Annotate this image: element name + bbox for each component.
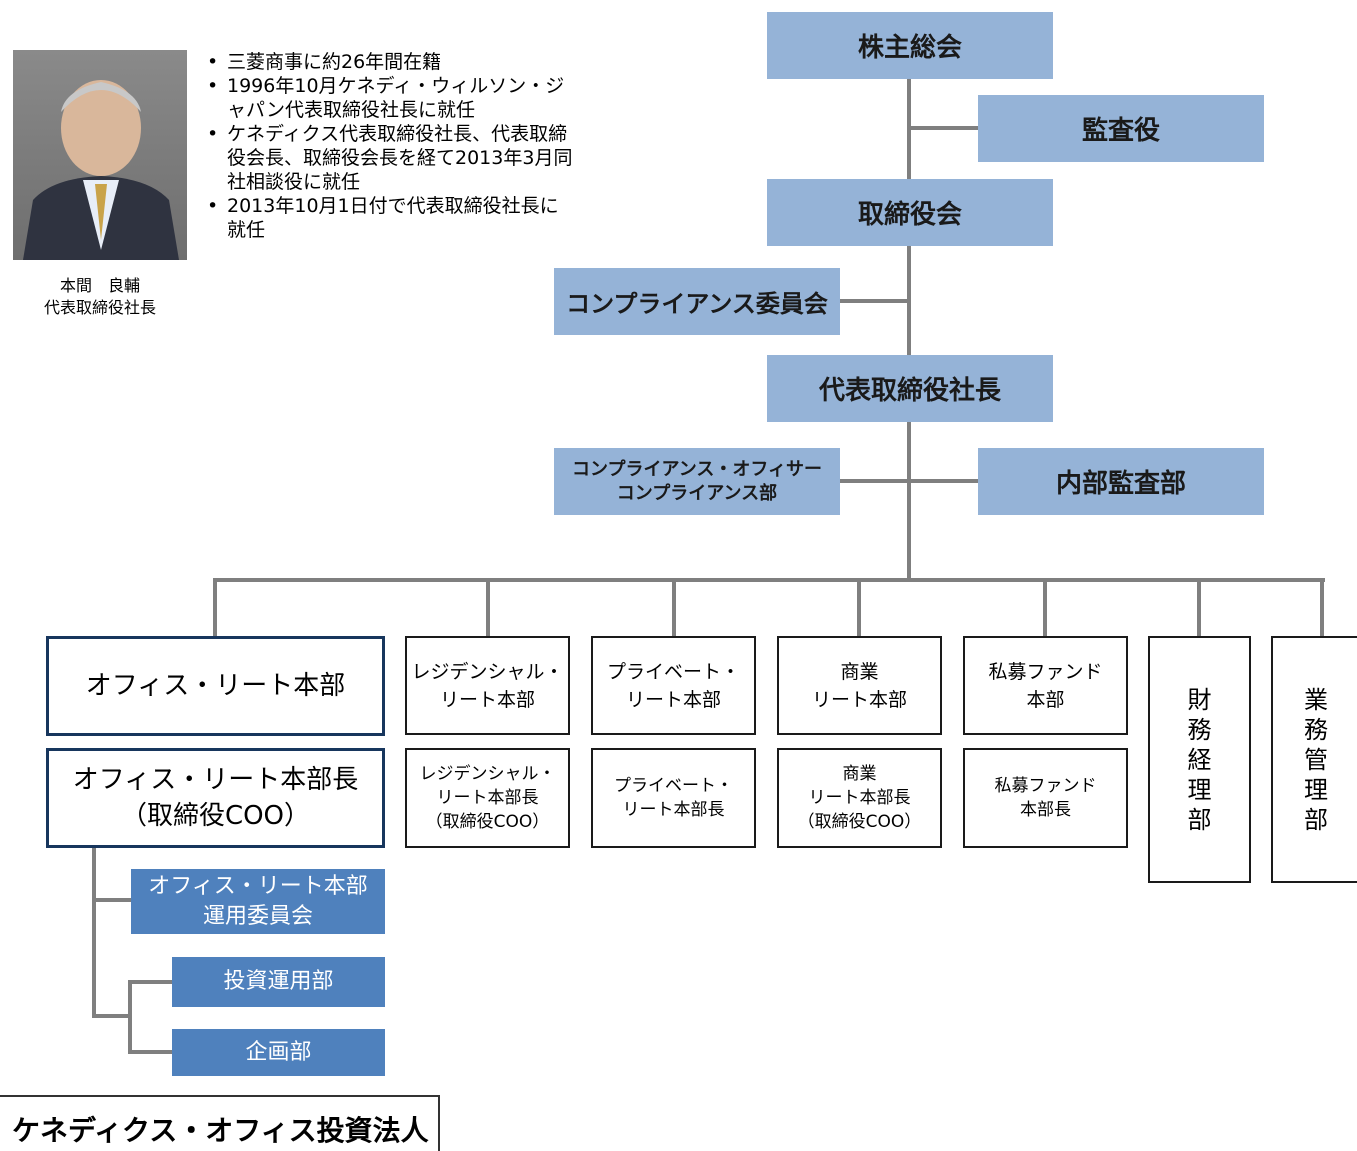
vertical-char: 経 (1187, 745, 1212, 774)
connector-line (672, 580, 676, 636)
office-investment-committee-box: オフィス・リート本部 運用委員会 (131, 869, 385, 934)
planning-dept-box: 企画部 (172, 1029, 385, 1076)
internal-audit-box: 内部監査部 (978, 448, 1264, 515)
compliance-committee-box: コンプライアンス委員会 (554, 268, 840, 335)
vertical-char: 理 (1187, 775, 1212, 804)
residential-reit-division-box: レジデンシャル・ リート本部 (405, 636, 570, 735)
bio-list: 三菱商事に約26年間在籍 1996年10月ケネディ・ウィルソン・ジャパン代表取締… (205, 50, 575, 242)
private-fund-head-box: 私募ファンド 本部長 (963, 748, 1128, 848)
connector-line (1043, 580, 1047, 636)
connector-line (213, 578, 1325, 582)
portrait-photo (13, 50, 187, 260)
private-reit-head-box: プライベート・ リート本部長 (591, 748, 756, 848)
connector-line (486, 580, 490, 636)
vertical-char: 理 (1304, 775, 1328, 804)
vertical-char: 部 (1187, 805, 1212, 834)
vertical-char: 務 (1304, 715, 1328, 744)
vertical-char: 業 (1304, 685, 1328, 714)
bio-item: ケネディクス代表取締役社長、代表取締役会長、取締役会長を経て2013年3月同社相… (205, 122, 575, 194)
bio-item: 三菱商事に約26年間在籍 (205, 50, 575, 74)
vertical-char: 部 (1304, 805, 1328, 834)
connector-line (92, 898, 132, 902)
bio-item: 1996年10月ケネディ・ウィルソン・ジャパン代表取締役社長に就任 (205, 74, 575, 122)
connector-line (1320, 580, 1324, 636)
connector-line (128, 1050, 174, 1054)
president-box: 代表取締役社長 (767, 355, 1053, 422)
connector-line (213, 580, 217, 636)
office-reit-division-box: オフィス・リート本部 (46, 636, 385, 736)
private-reit-division-box: プライベート・ リート本部 (591, 636, 756, 735)
connector-line (857, 580, 861, 636)
office-reit-head-box: オフィス・リート本部長 （取締役COO） (46, 748, 385, 848)
residential-reit-head-box: レジデンシャル・ リート本部長 （取締役COO） (405, 748, 570, 848)
connector-line (128, 980, 132, 1054)
vertical-char: 務 (1187, 715, 1212, 744)
footer-title: ケネディクス・オフィス投資法人 (0, 1095, 440, 1151)
retail-reit-division-box: 商業 リート本部 (777, 636, 942, 735)
operations-management-box: 業 務 管 理 部 (1271, 636, 1357, 883)
connector-line (92, 1014, 132, 1018)
bio-item: 2013年10月1日付で代表取締役社長に就任 (205, 194, 575, 242)
connector-line (128, 980, 174, 984)
portrait-caption: 本間 良輔 代表取締役社長 (0, 275, 200, 319)
person-title: 代表取締役社長 (43, 298, 156, 317)
connector-line (92, 848, 96, 1018)
retail-reit-head-box: 商業 リート本部長 （取締役COO） (777, 748, 942, 848)
shareholders-meeting-box: 株主総会 (767, 12, 1053, 79)
vertical-char: 管 (1304, 745, 1328, 774)
connector-line (1197, 580, 1201, 636)
vertical-char: 財 (1187, 685, 1212, 714)
finance-accounting-box: 財 務 経 理 部 (1148, 636, 1251, 883)
private-fund-division-box: 私募ファンド 本部 (963, 636, 1128, 735)
connector-line (909, 126, 979, 130)
person-name: 本間 良輔 (59, 276, 140, 295)
compliance-officer-box: コンプライアンス・オフィサー コンプライアンス部 (554, 448, 840, 515)
board-box: 取締役会 (767, 179, 1053, 246)
connector-line (838, 479, 979, 483)
auditor-box: 監査役 (978, 95, 1264, 162)
investment-management-dept-box: 投資運用部 (172, 957, 385, 1007)
connector-line (838, 299, 909, 303)
connector-line (907, 78, 911, 580)
portrait-figure (23, 80, 179, 260)
